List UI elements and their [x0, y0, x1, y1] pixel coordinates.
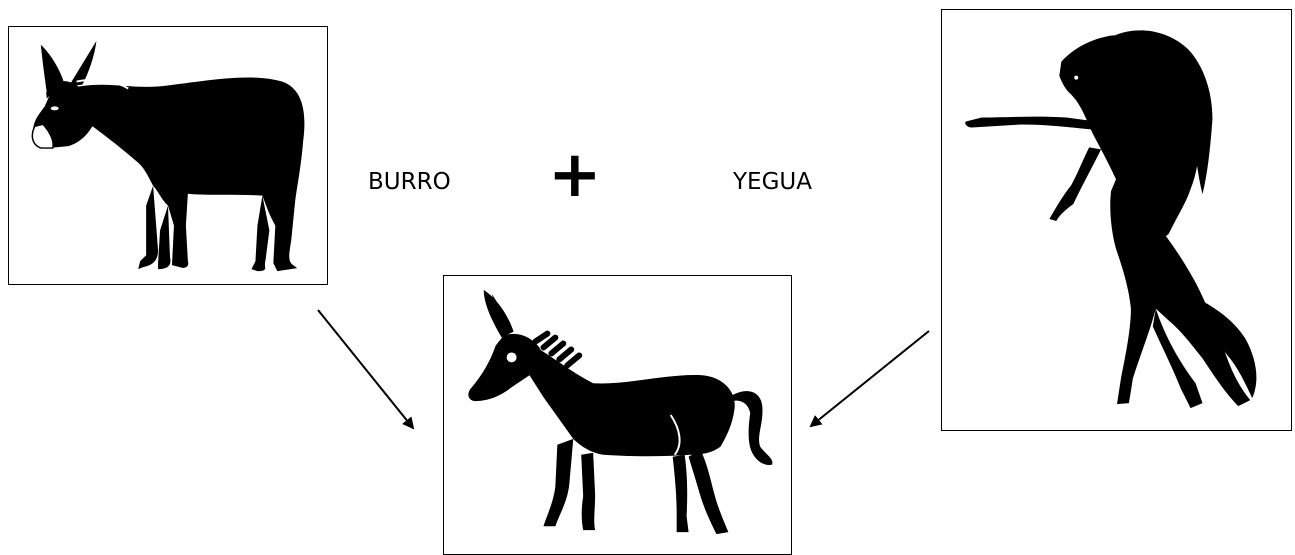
horse-image-frame [941, 9, 1292, 431]
donkey-silhouette [31, 40, 305, 272]
yegua-label: YEGUA [733, 169, 812, 195]
mule-image-frame [443, 275, 792, 555]
donkey-image-frame [8, 26, 328, 285]
arrow-from-yegua [809, 330, 930, 428]
mule-silhouette [468, 289, 773, 535]
rearing-horse-silhouette [965, 30, 1257, 409]
plus-sign: + [548, 138, 602, 212]
burro-label: BURRO [368, 169, 451, 195]
arrow-from-burro [317, 309, 415, 430]
